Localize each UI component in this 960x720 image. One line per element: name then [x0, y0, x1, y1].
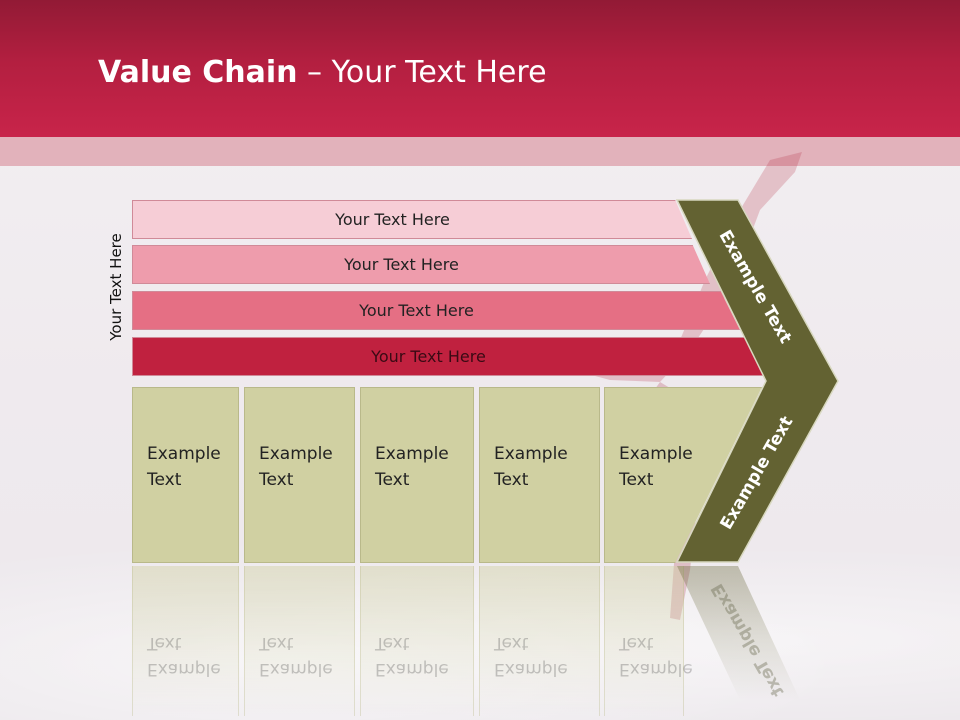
slide-title: Value Chain – Your Text Here: [98, 55, 547, 90]
column-1-reflect-line2: Text: [147, 633, 182, 653]
column-5-line1: Example: [619, 444, 693, 464]
column-2-reflect-line2: Text: [259, 633, 294, 653]
column-4: Example Text: [479, 387, 600, 563]
column-5-reflect-line1: Example: [619, 659, 693, 679]
column-3-reflection: Example Text: [360, 566, 474, 716]
title-bold: Value Chain: [98, 55, 298, 90]
column-4-line1: Example: [494, 444, 568, 464]
header-banner: [0, 0, 960, 137]
bar-1: Your Text Here: [132, 200, 692, 239]
column-3-line1: Example: [375, 444, 449, 464]
column-1-reflect-line1: Example: [147, 659, 221, 679]
column-5-reflection: Example Text: [604, 566, 693, 716]
column-4-reflect-line2: Text: [494, 633, 529, 653]
column-1: Example Text: [132, 387, 239, 563]
side-label: Your Text Here: [107, 233, 125, 341]
header-strip: [0, 137, 960, 166]
bar-2: Your Text Here: [132, 245, 710, 284]
column-1-line2: Text: [147, 470, 182, 490]
bar-3: Your Text Here: [132, 291, 740, 330]
column-2-reflect-line1: Example: [259, 659, 333, 679]
column-2-line2: Text: [259, 470, 294, 490]
column-5-reflect-line2: Text: [619, 633, 654, 653]
column-2: Example Text: [244, 387, 355, 563]
column-3: Example Text: [360, 387, 474, 563]
column-1-line1: Example: [147, 444, 221, 464]
column-3-reflect-line1: Example: [375, 659, 449, 679]
column-4-reflect-line1: Example: [494, 659, 568, 679]
column-2-reflection: Example Text: [244, 566, 355, 716]
column-2-line1: Example: [259, 444, 333, 464]
column-4-line2: Text: [494, 470, 529, 490]
column-4-reflection: Example Text: [479, 566, 600, 716]
column-3-line2: Text: [375, 470, 410, 490]
column-3-reflect-line2: Text: [375, 633, 410, 653]
bar-4: Your Text Here: [132, 337, 764, 376]
column-5-line2: Text: [619, 470, 654, 490]
title-rest: – Your Text Here: [297, 55, 547, 90]
column-1-reflection: Example Text: [132, 566, 239, 716]
